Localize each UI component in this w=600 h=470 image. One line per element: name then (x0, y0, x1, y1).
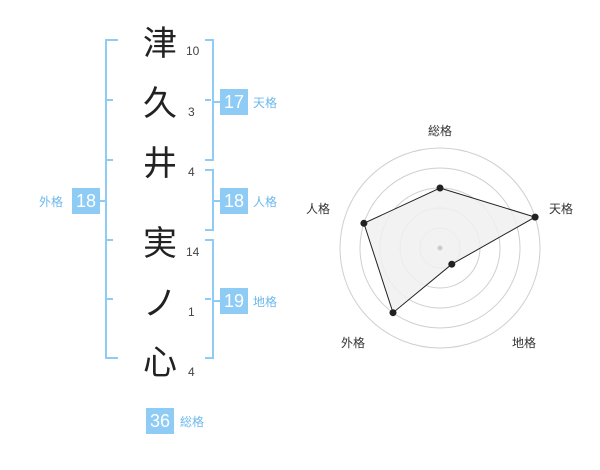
radar-axis-label-soukaku: 総格 (428, 124, 453, 138)
gaikaku-bracket (105, 39, 118, 359)
name-char-6: 心 (143, 343, 177, 383)
radar-axis-label-jinkaku: 人格 (306, 202, 331, 216)
stroke-count-3: 4 (188, 165, 195, 179)
tenkaku-bracket (205, 39, 214, 161)
name-char-4: 実 (143, 224, 177, 264)
radar-point-chikaku (448, 260, 456, 268)
chikaku-badge: 19 (220, 288, 248, 314)
radar-center-point (437, 245, 443, 251)
stroke-count-5: 1 (188, 305, 195, 319)
name-char-5: ノ (143, 284, 177, 324)
radar-grid-ring-5 (339, 147, 541, 349)
tenkaku-badge: 17 (220, 89, 248, 115)
radar-axis-label-tenkaku: 天格 (549, 202, 574, 216)
chikaku-label: 地格 (253, 295, 278, 309)
gaikaku-badge: 18 (72, 188, 100, 214)
stroke-count-6: 4 (188, 365, 195, 379)
chikaku-bracket (205, 239, 214, 359)
stroke-count-4: 14 (186, 245, 200, 259)
jinkaku-badge: 18 (220, 188, 248, 214)
radar-point-tenkaku (531, 213, 539, 221)
gaikaku-label: 外格 (39, 195, 64, 209)
soukaku-label: 総格 (180, 415, 205, 429)
name-char-3: 井 (143, 144, 177, 184)
stroke-count-2: 3 (188, 105, 195, 119)
radar-point-jinkaku (360, 219, 368, 227)
radar-point-gaikaku (389, 309, 397, 317)
name-char-2: 久 (143, 84, 177, 124)
soukaku-badge: 36 (146, 408, 174, 434)
name-char-1: 津 (143, 24, 177, 64)
tenkaku-label: 天格 (253, 96, 278, 110)
radar-grid-ring-4 (359, 167, 521, 329)
radar-axis-label-chikaku: 地格 (512, 336, 537, 350)
jinkaku-label: 人格 (253, 195, 278, 209)
radar-score-polygon (363, 187, 537, 314)
stroke-count-1: 10 (186, 44, 200, 58)
radar-point-soukaku (436, 184, 444, 192)
radar-axis-label-gaikaku: 外格 (341, 336, 366, 350)
